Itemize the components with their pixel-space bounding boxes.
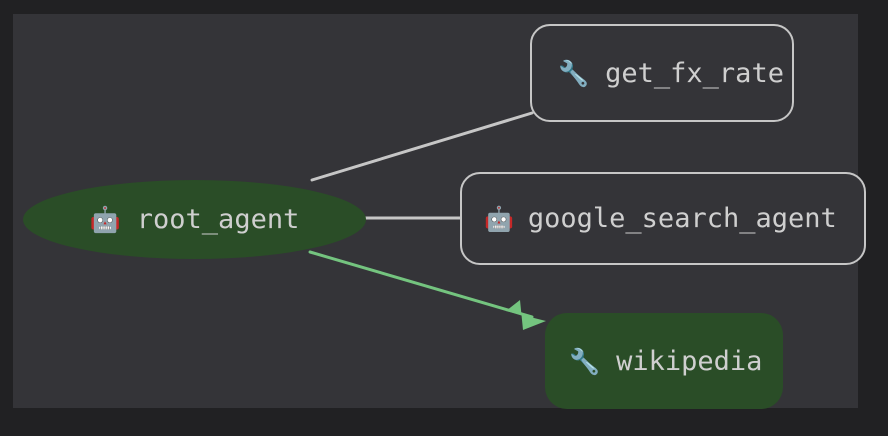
graph-node-google-search-agent[interactable]: 🤖 google_search_agent [460,172,866,265]
graph-node-label: get_fx_rate [605,57,784,89]
graph-node-label: wikipedia [616,345,763,377]
robot-icon: 🤖 [484,204,514,233]
graph-node-label: google_search_agent [527,203,837,234]
graph-node-get-fx-rate[interactable]: 🔧 get_fx_rate [530,24,794,122]
robot-icon: 🤖 [89,205,121,234]
graph-node-label: root_agent [136,204,300,235]
graph-node-root-agent[interactable]: 🤖 root_agent [23,180,366,259]
wrench-icon: 🔧 [569,346,601,376]
graph-node-wikipedia[interactable]: 🔧 wikipedia [545,313,783,409]
wrench-icon: 🔧 [558,58,590,88]
